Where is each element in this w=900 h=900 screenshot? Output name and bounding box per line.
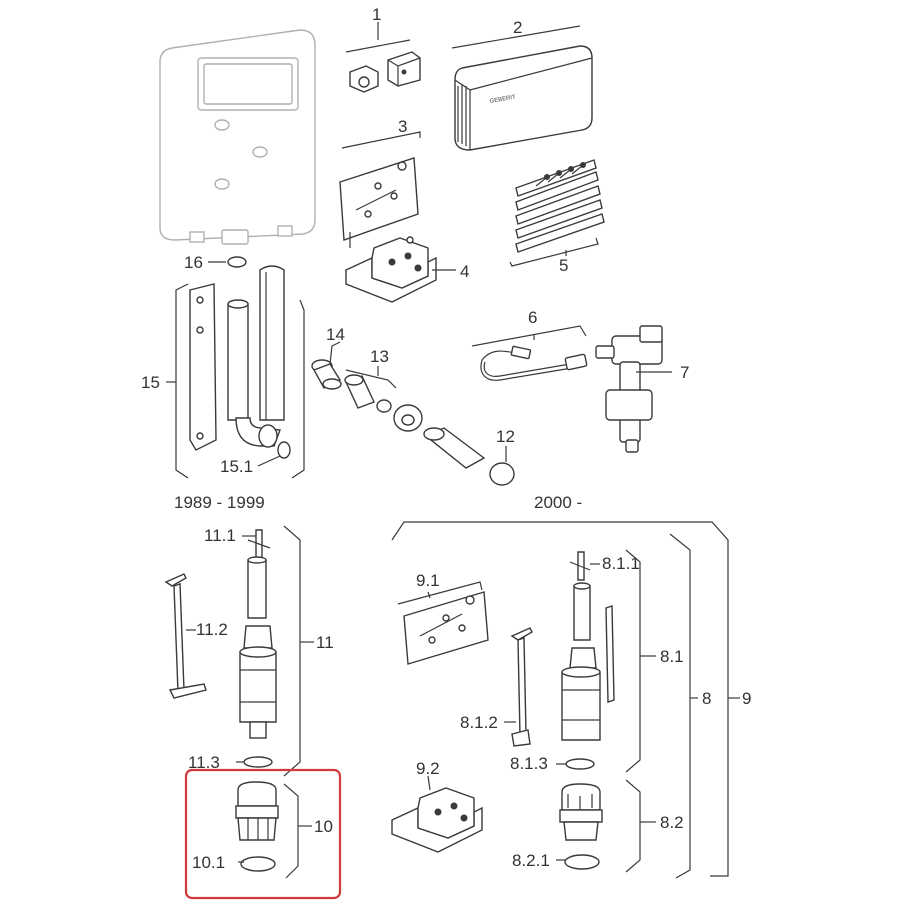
group-9-brackets: 9 8 [391,521,751,879]
part-2-actuator-plate: GEBERIT 2 [451,18,593,151]
part-16-o-ring: 16 [184,253,247,272]
label-5: 5 [559,256,568,275]
label-2: 2 [513,18,522,37]
part-1-valve-and-cap: 1 [345,5,421,93]
part-8-1-2-lift-rod: 8.1.2 [460,627,533,747]
label-8-2: 8.2 [660,813,684,832]
part-12-pipe-and-ring: 12 [423,427,515,486]
part-4-holder: 4 [345,236,469,303]
label-15-1: 15.1 [220,457,253,476]
part-9-2-holder: 9.2 [391,759,483,853]
label-7: 7 [680,363,689,382]
part-11-2-lift-rod: 11.2 [164,573,228,699]
label-6: 6 [528,308,537,327]
part-14-pipe-fitting: 14 [311,325,345,390]
part-8-1-flush-valve: 8.1.1 8.1.3 8.1 [510,549,684,773]
part-15-flush-pipe-set: 15 15.1 [141,265,305,479]
label-9-1: 9.1 [416,571,440,590]
cistern-illustration [159,29,316,245]
label-9: 9 [742,689,751,708]
label-4: 4 [460,262,469,281]
brand-logo: GEBERIT [489,94,516,105]
part-3-mounting-bracket: 3 [339,117,421,248]
label-15: 15 [141,373,160,392]
label-9-2: 9.2 [416,759,440,778]
label-11-2: 11.2 [196,620,228,639]
label-8-1: 8.1 [660,647,684,666]
label-12: 12 [496,427,515,446]
label-14: 14 [326,325,345,344]
part-7-fill-valve: 7 [595,325,689,453]
part-13-pipe-adapter: 13 [344,347,423,432]
label-13: 13 [370,347,389,366]
label-3: 3 [398,117,407,136]
part-6-hose: 6 [471,308,588,381]
label-8-2-1: 8.2.1 [512,851,550,870]
part-9-1-bracket: 9.1 [397,571,489,665]
part-8-2-valve-seat: 8.2.1 8.2 [512,779,684,873]
label-8-1-3: 8.1.3 [510,754,548,773]
label-11: 11 [316,633,334,652]
label-8: 8 [702,689,711,708]
highlight-box [184,768,342,900]
label-1: 1 [372,5,381,24]
part-11-flush-valve: 11.1 11.3 11 [188,525,334,777]
label-11-1: 11.1 [204,526,236,545]
era-label-old: 1989 - 1999 [174,493,265,512]
label-8-1-1: 8.1.1 [602,554,640,573]
screws [535,162,586,187]
part-10-valve-seat: 10.1 10 [184,768,342,900]
part-5-cover-slats: 5 [509,159,605,275]
era-label-new: 2000 - [534,493,582,512]
label-10: 10 [314,817,333,836]
label-16: 16 [184,253,203,272]
label-10-1: 10.1 [192,853,225,872]
label-8-1-2: 8.1.2 [460,713,498,732]
label-11-3: 11.3 [188,753,220,772]
